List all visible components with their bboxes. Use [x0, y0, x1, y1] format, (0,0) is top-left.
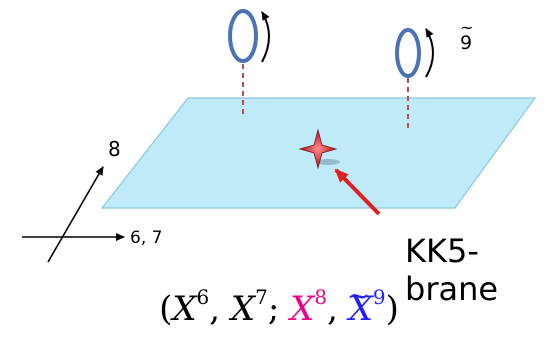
circle-ring-right	[395, 28, 421, 78]
formula-semicolon: ;	[267, 289, 291, 329]
formula-close-paren: )	[385, 289, 399, 329]
coordinate-formula: (X6, X7; X8, ~X9)	[0, 279, 558, 329]
kk5-brane-label: KK5-brane	[405, 232, 499, 308]
formula-x9: X	[348, 289, 373, 329]
axis-67-label: 6, 7	[130, 228, 163, 248]
formula-x8: X	[290, 289, 315, 329]
formula-comma-1: ,	[209, 289, 231, 329]
formula-x6-sup: 6	[196, 285, 210, 309]
formula-x8-sup: 8	[314, 285, 328, 309]
formula-x9-tilde: ~	[346, 279, 371, 312]
rotation-arrow-right	[425, 28, 434, 78]
formula-x8-group: X8	[290, 285, 327, 329]
axis-8-label: 8	[108, 137, 121, 161]
formula-x9-group: ~X9	[347, 279, 386, 329]
rotation-arrow-left	[261, 11, 270, 63]
formula-x6: X	[172, 289, 197, 329]
formula-comma-2: ,	[327, 289, 349, 329]
formula-x7-sup: 7	[255, 285, 268, 309]
formula-x9-sup: 9	[372, 285, 386, 309]
formula-x7: X	[230, 289, 256, 329]
tilde-mark: ~	[460, 18, 474, 37]
formula-x9-tildebox: ~X	[347, 279, 373, 329]
axis-8-arrow	[47, 166, 104, 263]
brane-pointer-arrow	[334, 168, 381, 216]
circle-9-number: 9	[460, 32, 473, 54]
circle-9-label: ~ 9	[460, 18, 473, 54]
star-shadow	[316, 159, 340, 165]
circle-ring-left	[228, 9, 258, 63]
formula-open-paren: (	[159, 289, 173, 329]
kk5-star-icon	[298, 128, 338, 170]
